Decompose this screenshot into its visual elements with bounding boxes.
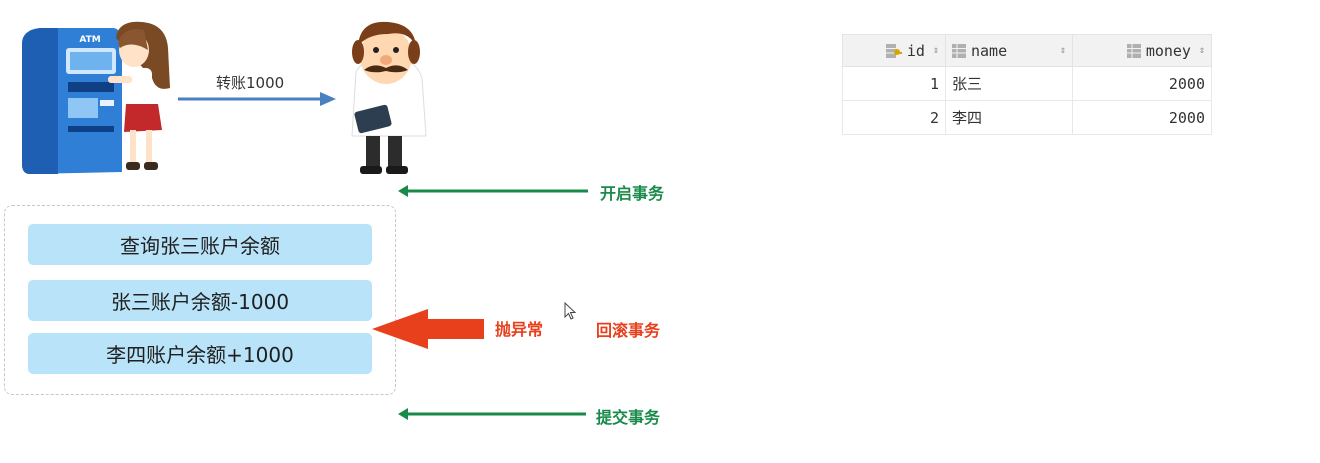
commit-arrow xyxy=(398,408,586,420)
column-label-name: name xyxy=(971,41,1008,60)
cell-money[interactable]: 2000 xyxy=(1072,66,1212,101)
primary-key-column-icon xyxy=(885,43,902,58)
column-label-money: money xyxy=(1145,41,1191,60)
atm-sign: ATM xyxy=(79,35,100,45)
table-header-row: id ⇕ name ⇕ xyxy=(842,34,1212,67)
transaction-flow-box xyxy=(4,205,396,395)
column-icon xyxy=(952,43,966,58)
column-header-name[interactable]: name ⇕ xyxy=(945,34,1073,67)
column-icon xyxy=(1126,43,1141,58)
cell-name[interactable]: 李四 xyxy=(945,100,1073,135)
table-row[interactable]: 1 张三 2000 xyxy=(842,66,1212,101)
column-label-id: id xyxy=(906,41,925,60)
begin-transaction-label: 开启事务 xyxy=(600,184,665,203)
sort-icon[interactable]: ⇕ xyxy=(1198,45,1205,56)
cell-money[interactable]: 2000 xyxy=(1072,100,1212,135)
commit-transaction-label: 提交事务 xyxy=(596,408,661,427)
cell-id[interactable]: 2 xyxy=(842,100,946,135)
sort-icon[interactable]: ⇕ xyxy=(1059,45,1066,56)
exception-label: 抛异常 xyxy=(495,320,544,339)
mouse-cursor-icon xyxy=(564,302,577,320)
begin-arrow xyxy=(398,185,588,197)
column-header-money[interactable]: money ⇕ xyxy=(1072,34,1212,67)
step-credit: 李四账户余额+1000 xyxy=(28,333,372,374)
exception-arrow xyxy=(372,309,484,349)
transfer-arrow xyxy=(178,92,336,106)
table-row[interactable]: 2 李四 2000 xyxy=(842,100,1212,135)
step-query-balance: 查询张三账户余额 xyxy=(28,224,372,265)
transfer-label: 转账1000 xyxy=(216,74,285,92)
cell-name[interactable]: 张三 xyxy=(945,66,1073,101)
banker-illustration xyxy=(351,21,427,174)
sort-icon[interactable]: ⇕ xyxy=(932,45,939,56)
rollback-transaction-label: 回滚事务 xyxy=(596,321,661,340)
account-table: id ⇕ name ⇕ xyxy=(842,34,1212,135)
girl-illustration xyxy=(108,21,170,170)
step-debit: 张三账户余额-1000 xyxy=(28,280,372,321)
column-header-id[interactable]: id ⇕ xyxy=(842,34,946,67)
cell-id[interactable]: 1 xyxy=(842,66,946,101)
atm-machine-illustration: ATM xyxy=(22,28,122,174)
